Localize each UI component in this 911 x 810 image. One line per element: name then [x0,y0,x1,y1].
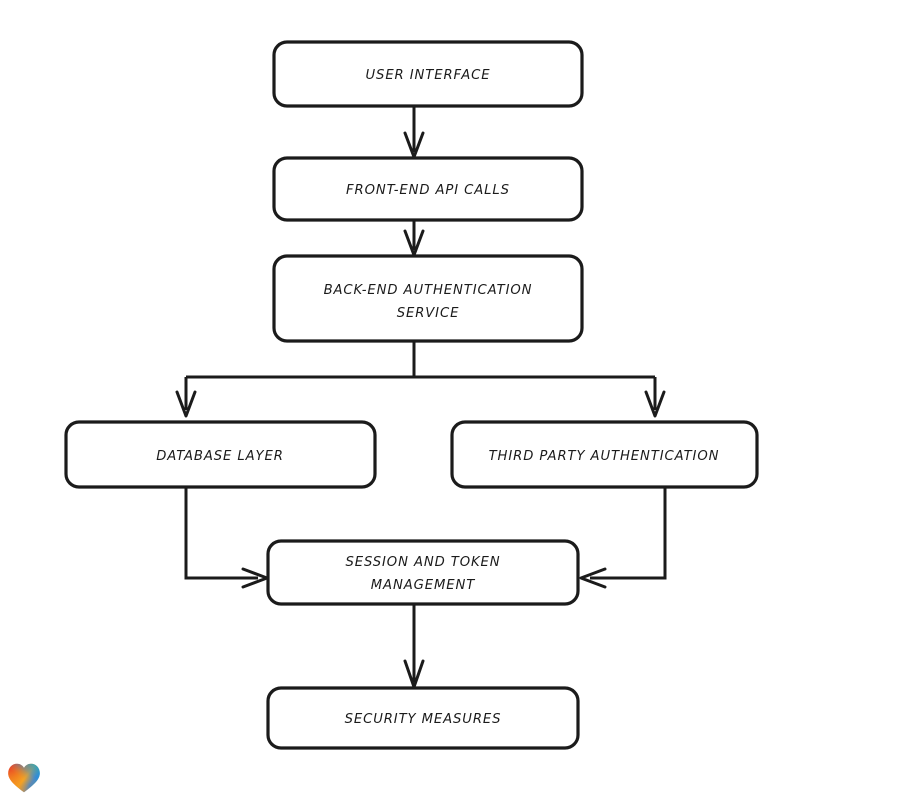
node-label-third-party-auth: THIRD PARTY AUTHENTICATION [489,449,720,464]
edge-ui-to-api [403,106,425,159]
node-front-end-api-calls[interactable]: FRONT-END API CALLS [272,156,584,222]
edge-backend-split [175,341,666,418]
node-label-back-end-auth-service-line1: BACK-END AUTHENTICATION [324,283,533,298]
node-back-end-auth-service[interactable]: BACK-END AUTHENTICATION SERVICE [272,254,584,343]
node-security-measures[interactable]: SECURITY MEASURES [266,686,580,750]
node-database-layer[interactable]: DATABASE LAYER [64,420,377,489]
node-third-party-auth[interactable]: THIRD PARTY AUTHENTICATION [450,420,759,489]
node-label-database-layer: DATABASE LAYER [156,449,284,464]
node-session-token-mgmt[interactable]: SESSION AND TOKEN MANAGEMENT [266,539,580,606]
edge-third-to-session [579,487,667,589]
node-label-session-token-mgmt-line2: MANAGEMENT [371,578,476,593]
node-label-security-measures: SECURITY MEASURES [345,712,502,727]
node-user-interface[interactable]: USER INTERFACE [272,40,584,108]
node-label-user-interface: USER INTERFACE [366,68,491,83]
node-label-back-end-auth-service-line2: SERVICE [397,306,460,321]
heart-icon [8,763,40,793]
node-label-front-end-api-calls: FRONT-END API CALLS [346,183,510,198]
edge-api-to-backend [403,220,425,257]
node-label-session-token-mgmt-line1: SESSION AND TOKEN [345,555,500,570]
edge-db-to-session [184,487,269,589]
edge-session-to-security [403,604,425,689]
